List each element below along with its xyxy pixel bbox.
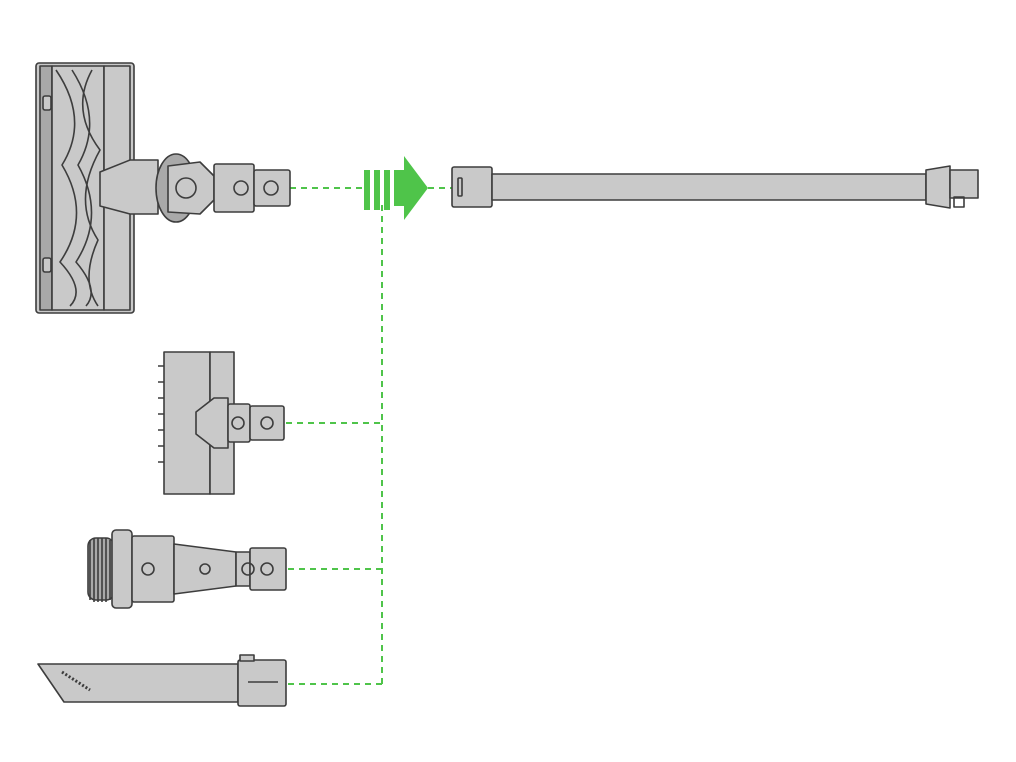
crevice-tool-icon — [37, 654, 287, 707]
mini-motorized-tool-icon — [158, 351, 285, 495]
combination-brush-icon — [87, 529, 287, 609]
wand-icon — [451, 165, 979, 209]
motorhead-icon — [35, 62, 291, 314]
attach-arrow-icon — [364, 156, 428, 220]
connection-guides — [286, 187, 452, 685]
